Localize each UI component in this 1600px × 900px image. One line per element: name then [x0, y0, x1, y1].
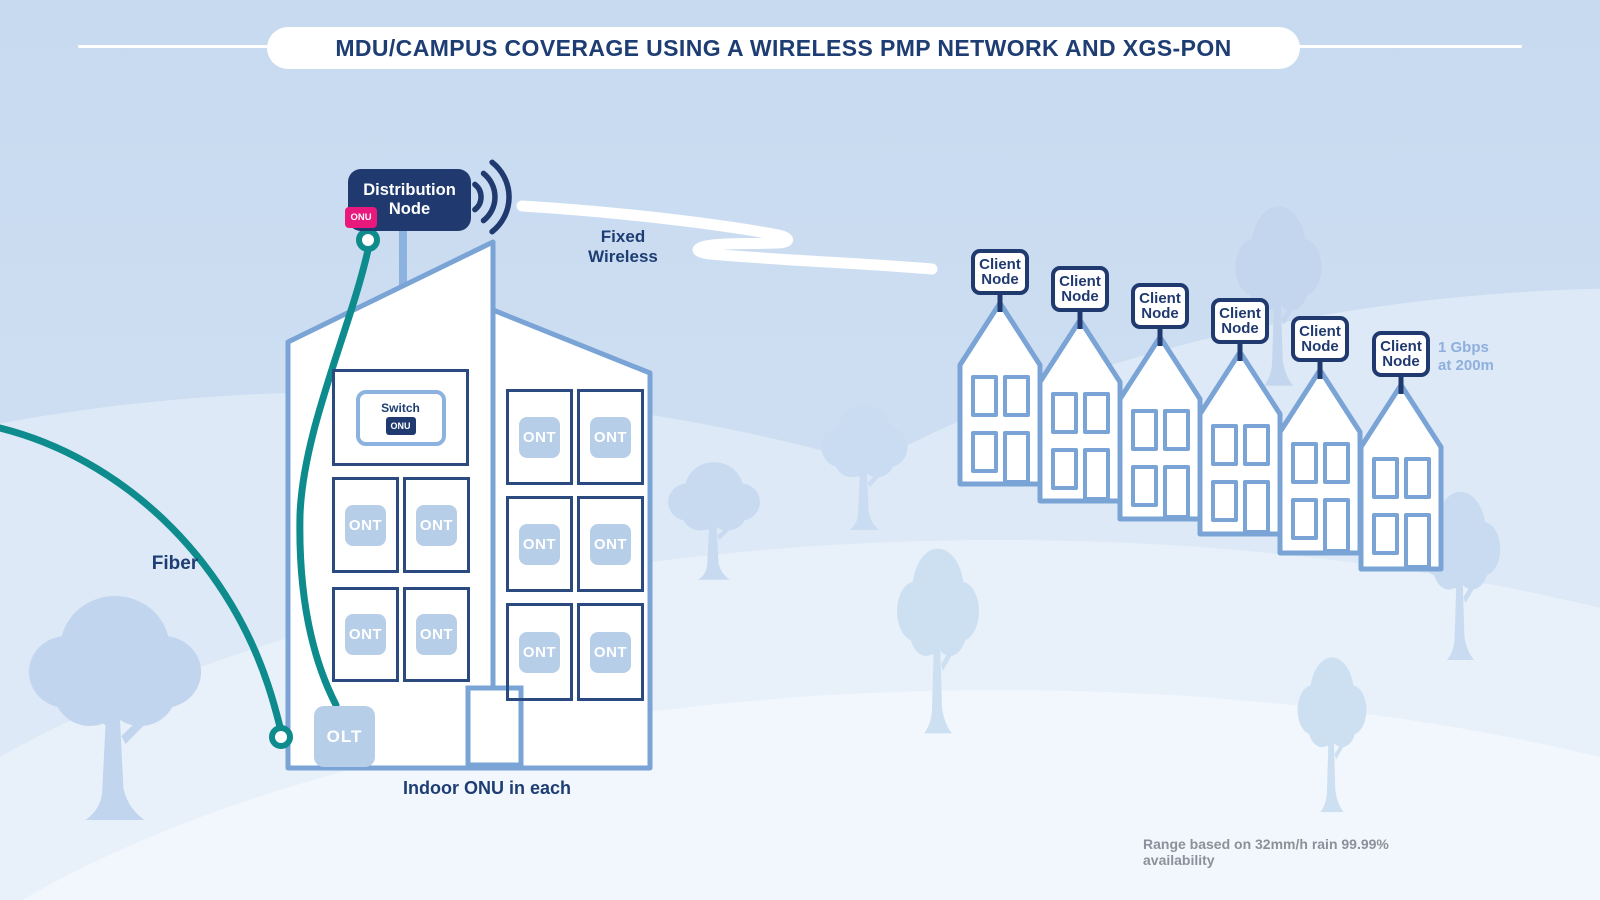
fixed-wireless-beam — [516, 200, 938, 275]
apartment-room: ONT — [577, 603, 644, 701]
apartment-room: ONT — [577, 496, 644, 592]
ont-badge: ONT — [590, 523, 631, 565]
house — [1277, 367, 1363, 556]
ont-badge: ONT — [519, 416, 560, 458]
client-node-sign: Client Node — [1051, 266, 1109, 312]
apartment-room: ONT — [506, 389, 573, 485]
fiber-connector-dot — [269, 725, 293, 749]
client-node-sign: Client Node — [1372, 331, 1430, 377]
fiber-connector-dot — [356, 228, 380, 252]
fixed-wireless-label: Fixed Wireless — [588, 227, 658, 267]
client-node-sign: Client Node — [971, 249, 1029, 295]
olt-badge: OLT — [314, 706, 375, 767]
switch-onu-badge: ONU — [385, 416, 416, 435]
ont-badge: ONT — [519, 631, 560, 673]
ont-badge: ONT — [416, 504, 457, 546]
apartment-room: ONT — [506, 496, 573, 592]
availability-footnote: Range based on 32mm/h rain 99.99% availa… — [1143, 836, 1389, 868]
client-node-label: Client Node — [1380, 337, 1422, 370]
client-node-label: Client Node — [979, 255, 1021, 288]
distribution-node-box: Distribution Node ONU — [345, 169, 471, 231]
indoor-onu-caption: Indoor ONU in each — [402, 778, 571, 798]
apartment-room: ONT — [332, 587, 399, 682]
ont-badge: ONT — [345, 504, 386, 546]
fiber-cables — [0, 246, 372, 731]
apartment-room: ONT — [506, 603, 573, 701]
fiber-label: Fiber — [151, 553, 199, 574]
apartment-room: ONT — [577, 389, 644, 485]
sign-posts — [997, 293, 1404, 394]
ont-badge: ONT — [416, 614, 457, 655]
house — [957, 300, 1043, 487]
onu-badge: ONU — [345, 207, 377, 228]
house — [1037, 317, 1123, 504]
page-title: MDU/CAMPUS COVERAGE USING A WIRELESS PMP… — [335, 34, 1232, 61]
client-node-label: Client Node — [1139, 289, 1181, 322]
client-node-sign: Client Node — [1131, 283, 1189, 329]
switch-label: Switch — [381, 400, 420, 415]
client-node-label: Client Node — [1059, 272, 1101, 305]
rate-line-2: at 200m — [1438, 357, 1494, 374]
house — [1117, 334, 1203, 522]
ont-badge: ONT — [590, 416, 631, 458]
switch-box: Switch ONU — [355, 389, 446, 446]
switch-room: Switch ONU — [332, 369, 469, 466]
distribution-node-label: Distribution Node — [363, 181, 456, 218]
rate-note: 1 Gbps at 200m — [1438, 339, 1528, 375]
house — [1197, 349, 1283, 537]
client-node-sign: Client Node — [1291, 316, 1349, 362]
client-node-label: Client Node — [1299, 322, 1341, 355]
ont-badge: ONT — [519, 523, 560, 565]
title-banner: MDU/CAMPUS COVERAGE USING A WIRELESS PMP… — [267, 27, 1300, 69]
client-node-sign: Client Node — [1211, 298, 1269, 344]
apartment-room: ONT — [403, 477, 470, 573]
wifi-signal-icon — [472, 159, 512, 235]
client-node-label: Client Node — [1219, 304, 1261, 337]
ont-badge: ONT — [345, 614, 386, 655]
apartment-room: ONT — [403, 587, 470, 682]
house-row — [957, 300, 1444, 572]
ont-badge: ONT — [590, 631, 631, 673]
house — [1358, 382, 1444, 572]
rate-line-1: 1 Gbps — [1438, 339, 1489, 356]
apartment-room: ONT — [332, 477, 399, 573]
